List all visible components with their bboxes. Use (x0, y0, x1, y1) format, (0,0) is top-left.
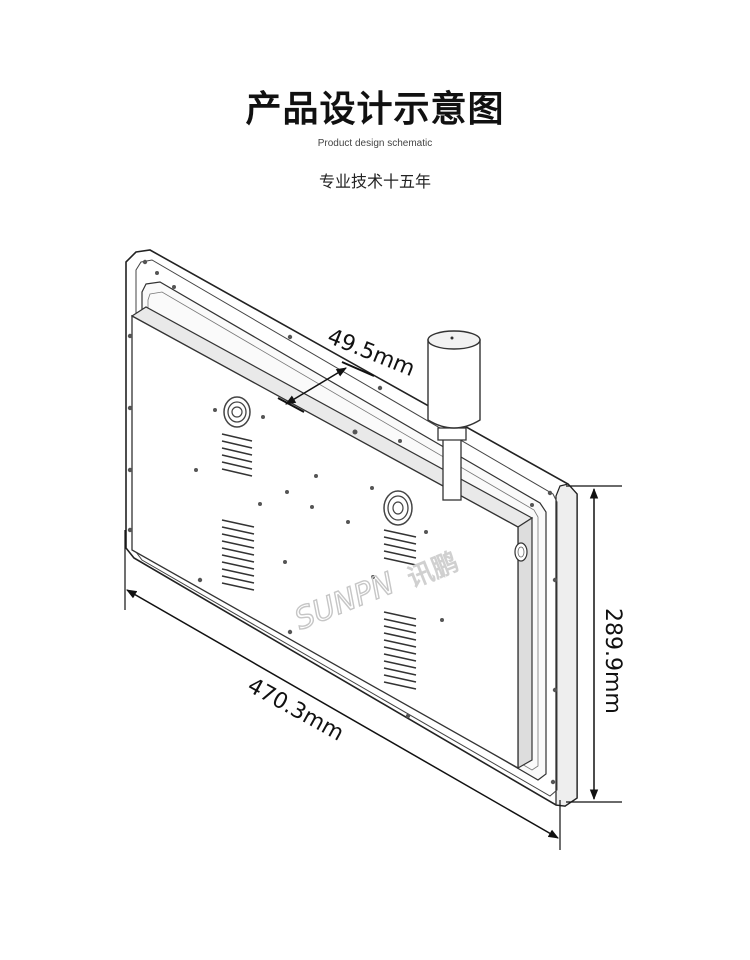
subtitle-chinese: 专业技术十五年 (318, 172, 431, 191)
page-title: 产品设计示意图 (245, 89, 505, 130)
vent-slots-left (221, 433, 255, 591)
speaker-left (223, 396, 251, 428)
side-connector (514, 542, 528, 562)
pole-top-cap (427, 330, 481, 350)
mounting-pole (442, 437, 462, 501)
speaker-right (383, 490, 413, 526)
front-bezel-edge (555, 483, 578, 807)
pole-cylinder (427, 339, 481, 429)
pole-collar (437, 427, 467, 441)
subtitle-english: Product design schematic (317, 138, 433, 149)
height-label: 289.9mm (600, 608, 625, 714)
dimension-height: 289.9mm (566, 485, 625, 803)
width-label: 470.3mm (243, 673, 348, 746)
